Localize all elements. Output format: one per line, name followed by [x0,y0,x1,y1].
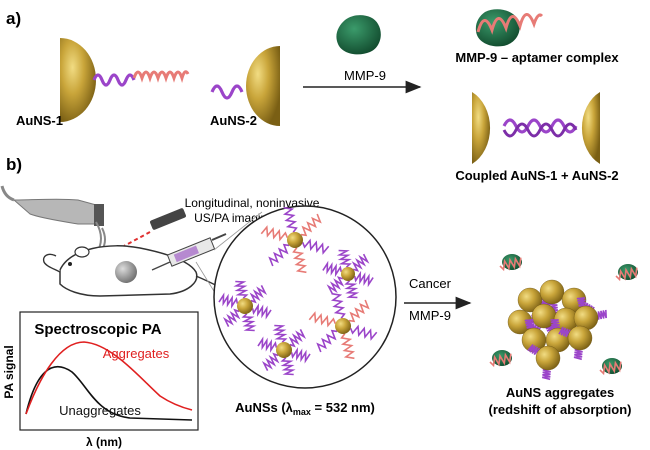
enzyme-label: MMP-9 [344,68,386,83]
auns1-sphere [60,38,96,122]
spectrum-ylabel: PA signal [2,345,16,398]
complex-enzyme-shape [476,9,520,46]
coupled-left-sphere [472,92,490,164]
spectrum-series-aggregates: Aggregates [103,346,170,361]
spectroscopic-pa-plot: Spectroscopic PA Aggregates Unaggregates… [2,312,198,449]
spectrum-title: Spectroscopic PA [34,321,161,338]
auns1-label: AuNS-1 [16,113,63,128]
tumor-icon [115,261,137,283]
mmp9-enzyme-shape [336,15,380,54]
trigger-line1: Cancer [409,276,452,291]
auns2-label: AuNS-2 [210,113,257,128]
complex-label: MMP-9 – aptamer complex [455,50,619,65]
auns2-aptamer-purple [212,86,242,98]
aggregates-line2: (redshift of absorption) [489,402,632,417]
coupled-right-sphere [582,92,600,164]
spectrum-series-unaggregates: Unaggregates [59,403,141,418]
trigger-line2: MMP-9 [409,308,451,323]
ultrasound-transducer-icon [2,186,104,226]
aggregates-line1: AuNS aggregates [506,385,614,400]
mouse-illustration [44,246,238,298]
laser-icon [124,208,187,246]
panel-b-label: b) [6,155,22,174]
coupled-label: Coupled AuNS-1 + AuNS-2 [455,168,618,183]
auns-lambda-label: AuNSs (λmax = 532 nm) [235,400,375,417]
panel-a-label: a) [6,9,21,28]
auns-aggregate-cluster [490,254,638,379]
auns1-aptamer-purple [94,75,134,85]
auns1-aptamer-pink [134,72,188,78]
spectrum-xlabel: λ (nm) [86,435,122,449]
